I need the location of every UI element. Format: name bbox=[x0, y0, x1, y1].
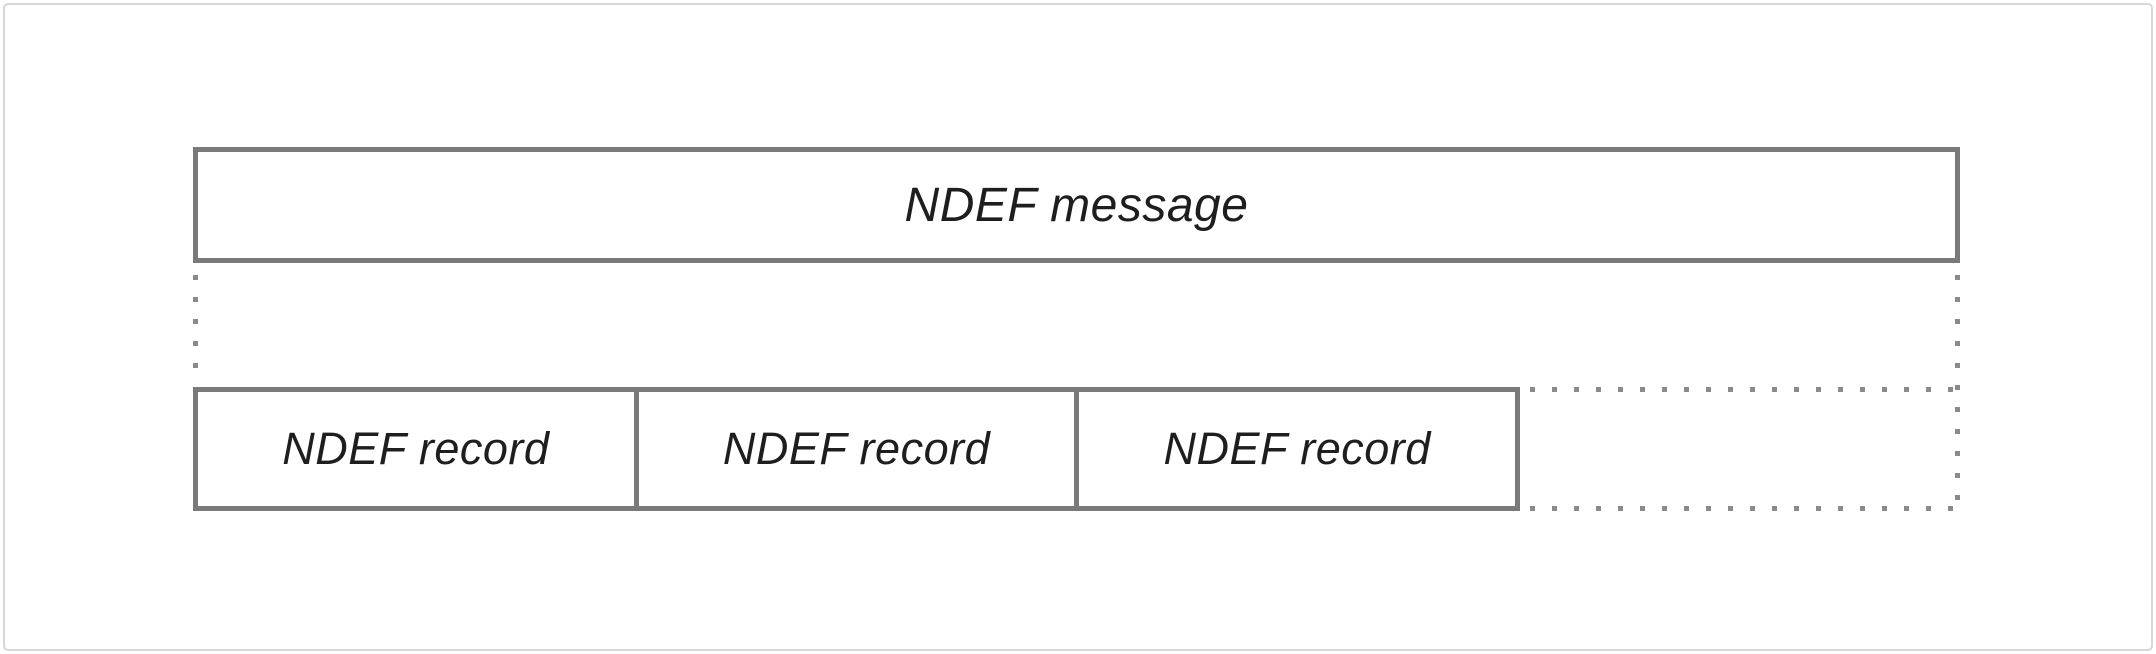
page-border bbox=[3, 3, 2153, 651]
ndef-record-box: NDEF record bbox=[633, 392, 1075, 506]
right-dotted-connector bbox=[1955, 275, 1960, 515]
ndef-records-row: NDEF record NDEF record NDEF record bbox=[193, 387, 1520, 511]
ndef-record-label: NDEF record bbox=[722, 423, 991, 474]
records-continuation-top-dotted-line bbox=[1530, 387, 1955, 392]
records-continuation-bottom-dotted-line bbox=[1530, 506, 1955, 511]
ndef-record-box: NDEF record bbox=[1074, 392, 1515, 506]
ndef-record-label: NDEF record bbox=[282, 423, 550, 474]
ndef-message-box: NDEF message bbox=[193, 147, 1960, 263]
ndef-record-box: NDEF record bbox=[198, 392, 634, 506]
left-dotted-connector bbox=[193, 275, 198, 383]
ndef-record-label: NDEF record bbox=[1163, 423, 1431, 474]
ndef-message-label: NDEF message bbox=[904, 178, 1249, 232]
